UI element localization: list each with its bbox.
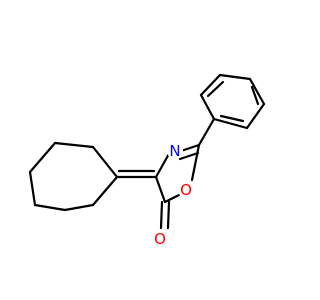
atom-label-carbonyl-oxygen: O xyxy=(152,230,168,248)
bond-ring7-1 xyxy=(91,145,119,179)
bond-o1-c5 xyxy=(163,193,181,204)
bond-ring7-2 xyxy=(53,141,95,149)
atom-label-nitrogen: N xyxy=(167,142,183,160)
bond-ring7-5 xyxy=(33,203,67,212)
bond-c2-o1 xyxy=(190,143,201,182)
atom-label-ring-oxygen: O xyxy=(178,181,194,199)
svg-text:O: O xyxy=(154,230,166,248)
cycloheptane-ring xyxy=(28,141,119,212)
bond-ring7-3 xyxy=(28,141,57,174)
bond-n3-c2-b xyxy=(178,151,200,161)
bond-c2-phenyl xyxy=(197,117,216,147)
bond-ring7-4 xyxy=(28,170,37,207)
svg-text:N: N xyxy=(169,142,180,160)
bond-ring7-7 xyxy=(91,175,119,207)
carbonyl-double-bond xyxy=(159,200,171,230)
bond-c5-c4 xyxy=(154,175,167,204)
molecule-structure: N O O xyxy=(28,73,266,248)
svg-text:O: O xyxy=(180,181,192,199)
bond-ring7-6 xyxy=(63,203,95,212)
phenyl-ring xyxy=(197,73,266,147)
exocyclic-double-bond xyxy=(115,169,158,179)
bond-c4-n3 xyxy=(154,150,172,179)
